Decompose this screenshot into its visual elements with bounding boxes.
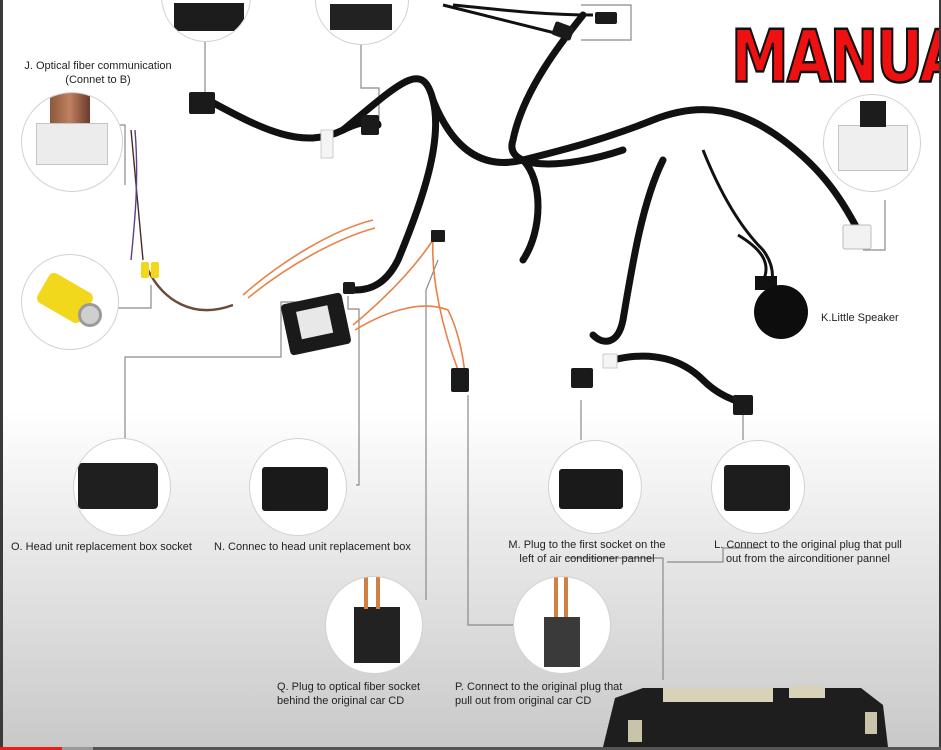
photo-L-connector (711, 440, 805, 534)
rca-plug-1 (141, 262, 149, 278)
connector-m-side (571, 368, 593, 388)
photo-P-connector (513, 576, 611, 674)
fiber-cable-5 (247, 227, 376, 299)
fiber-cable-3 (431, 239, 459, 371)
harness-main-4 (519, 156, 542, 264)
harness-main-5 (508, 11, 627, 168)
rca-plug-2 (151, 262, 159, 278)
fiber-cable-1 (352, 239, 434, 326)
label-L-line1: L. Connect to the original plug that pul… (714, 539, 902, 551)
fiber-cable-4 (242, 219, 374, 296)
connector-l-side (733, 395, 753, 415)
label-Q: Q. Plug to optical fiber socket behind t… (277, 680, 420, 708)
label-P-line1: P. Connect to the original plug that (455, 681, 623, 693)
label-M: M. Plug to the first socket on the left … (497, 538, 677, 566)
manual-stamp: MANUAL (730, 13, 939, 101)
label-M-line1: M. Plug to the first socket on the (508, 539, 666, 551)
photo-M-connector (548, 440, 642, 534)
label-K: K.Little Speaker (821, 311, 899, 325)
label-P: P. Connect to the original plug that pul… (455, 680, 622, 708)
leader-line-top-right (581, 4, 632, 41)
label-N: N. Connec to head unit replacement box (214, 540, 411, 554)
label-P-line2: pull out from original car CD (455, 695, 592, 707)
replacement-box-label (296, 305, 334, 340)
connector-fiber-q (451, 368, 469, 392)
label-J-line1: J. Optical fiber communication (24, 60, 172, 72)
harness-thin-1 (442, 3, 564, 37)
connector-top-right-2 (551, 21, 575, 41)
label-N-line1: N. Connec to head unit replacement box (214, 541, 411, 553)
leader-line-N (347, 296, 360, 486)
label-J-line2: (Connet to B) (65, 74, 131, 86)
leader-line-P (467, 395, 513, 626)
leader-line-J (118, 124, 126, 185)
label-L-line2: out from the airconditioner pannel (726, 553, 890, 565)
label-L: L. Connect to the original plug that pul… (703, 538, 913, 566)
harness-main-1 (204, 75, 440, 294)
label-O: O. Head unit replacement box socket (11, 540, 192, 554)
video-progress-bar[interactable] (0, 747, 941, 750)
tag-white (320, 129, 334, 159)
connector-top-mid (361, 115, 379, 135)
label-K-line1: K.Little Speaker (821, 312, 899, 324)
leader-line-right-connector (863, 200, 886, 251)
photo-O-socket (73, 438, 171, 536)
leader-line-ac-2 (667, 547, 761, 563)
harness-main-7 (609, 352, 752, 409)
wiring-diagram (116, 3, 888, 747)
fiber-cable-2 (354, 305, 466, 376)
photo-connector-J (21, 92, 123, 192)
leader-line-Q (425, 259, 439, 600)
wire-bundle-j-b (130, 129, 138, 261)
tag-white-2 (602, 353, 618, 369)
ac-panel-unit (603, 686, 888, 747)
wire-brown (146, 269, 234, 312)
photo-rca-connector (21, 254, 119, 350)
photo-Q-connector (325, 576, 423, 674)
label-O-line1: O. Head unit replacement box socket (11, 541, 192, 553)
photo-connector-right (823, 94, 921, 192)
connector-small-1 (343, 282, 355, 294)
harness-main-6 (589, 156, 667, 345)
label-Q-line1: Q. Plug to optical fiber socket (277, 681, 421, 693)
label-J: J. Optical fiber communication (Connet t… (9, 59, 187, 87)
label-Q-line2: behind the original car CD (277, 695, 405, 707)
photo-connector-top-left (161, 0, 251, 42)
connector-fiber-top (431, 230, 445, 242)
connector-top-right (595, 12, 617, 24)
speaker-body (754, 285, 808, 339)
harness-thin-2 (452, 3, 594, 17)
photo-N-connector (249, 438, 347, 536)
speaker-bracket (755, 276, 777, 290)
connector-top-left (189, 92, 215, 114)
label-M-line2: left of air conditioner pannel (519, 553, 655, 565)
leader-line-ac-1 (565, 557, 664, 680)
connector-white-right (842, 224, 872, 250)
harness-main-3 (429, 96, 867, 244)
video-frame: J. Optical fiber communication (Connet t… (3, 0, 939, 747)
leader-line-rca (116, 285, 152, 309)
progress-played (0, 747, 63, 750)
